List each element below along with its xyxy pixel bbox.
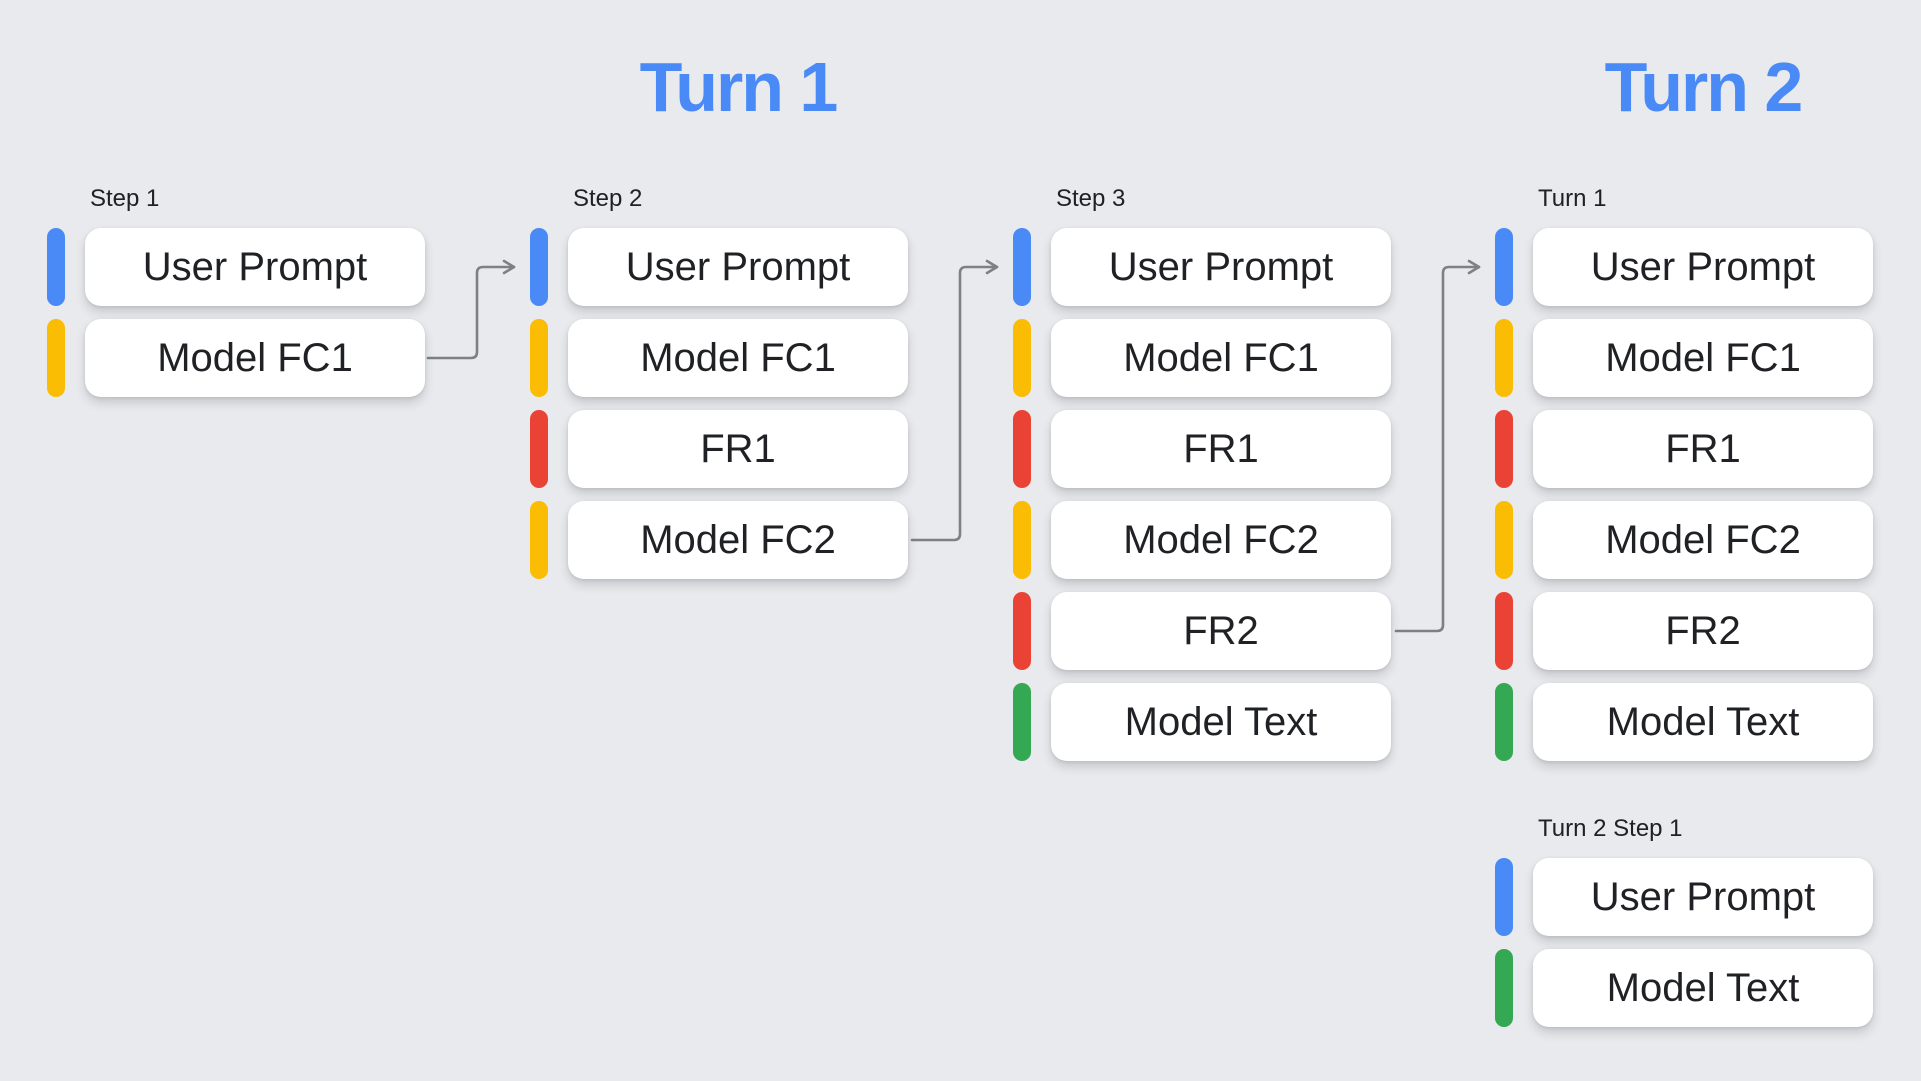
diagram-node-row: Model FC2 [1013, 501, 1391, 579]
diagram-node-row: Model Text [1013, 683, 1391, 761]
node-box: User Prompt [568, 228, 908, 306]
red-color-bar [1495, 592, 1513, 670]
diagram-node-row: FR1 [530, 410, 908, 488]
node-box: Model FC2 [1051, 501, 1391, 579]
turn-2-heading: Turn 2 [1604, 48, 1804, 126]
arrow-step1-to-step2 [426, 259, 516, 360]
node-label: User Prompt [625, 244, 851, 289]
green-color-bar [1495, 949, 1513, 1027]
node-label: Model FC1 [1123, 335, 1319, 380]
diagram-node-row: User Prompt [530, 228, 908, 306]
node-label: User Prompt [1590, 874, 1816, 919]
node-box: Model FC1 [1533, 319, 1873, 397]
node-box: FR2 [1533, 592, 1873, 670]
column-label: Step 3 [1056, 185, 1126, 212]
yellow-color-bar [530, 319, 548, 397]
yellow-color-bar [1495, 319, 1513, 397]
diagram-node-row: Model FC1 [530, 319, 908, 397]
node-box: Model FC1 [1051, 319, 1391, 397]
node-label: User Prompt [1108, 244, 1334, 289]
node-label: Model FC2 [1123, 517, 1319, 562]
node-label: Model FC1 [1605, 335, 1801, 380]
diagram-node-row: FR2 [1013, 592, 1391, 670]
diagram-node-row: User Prompt [47, 228, 425, 306]
node-label: FR2 [1665, 608, 1741, 653]
node-box: User Prompt [85, 228, 425, 306]
node-label: FR1 [700, 426, 776, 471]
diagram-node-row: Model FC2 [530, 501, 908, 579]
diagram-node-row: User Prompt [1495, 228, 1873, 306]
node-label: Model Text [1124, 699, 1318, 744]
yellow-color-bar [1495, 501, 1513, 579]
node-label: User Prompt [142, 244, 368, 289]
diagram-node-row: Model Text [1495, 683, 1873, 761]
arrow-step2-to-step3 [910, 259, 999, 542]
node-label: Model FC1 [157, 335, 353, 380]
node-box: Model Text [1533, 949, 1873, 1027]
node-box: FR1 [568, 410, 908, 488]
green-color-bar [1495, 683, 1513, 761]
node-label: Model FC2 [1605, 517, 1801, 562]
diagram-node-row: FR2 [1495, 592, 1873, 670]
diagram-node-row: FR1 [1495, 410, 1873, 488]
node-box: User Prompt [1533, 858, 1873, 936]
node-box: User Prompt [1533, 228, 1873, 306]
diagram-node-row: Model FC1 [1013, 319, 1391, 397]
node-label: Model FC1 [640, 335, 836, 380]
node-label: Model FC2 [640, 517, 836, 562]
column-label: Step 2 [573, 185, 643, 212]
node-label: Model Text [1606, 965, 1800, 1010]
node-label: Model Text [1606, 699, 1800, 744]
blue-color-bar [1495, 858, 1513, 936]
green-color-bar [1013, 683, 1031, 761]
diagram-node-row: Model Text [1495, 949, 1873, 1027]
node-label: User Prompt [1590, 244, 1816, 289]
node-box: Model Text [1533, 683, 1873, 761]
red-color-bar [1495, 410, 1513, 488]
node-box: FR1 [1533, 410, 1873, 488]
node-box: User Prompt [1051, 228, 1391, 306]
blue-color-bar [47, 228, 65, 306]
yellow-color-bar [530, 501, 548, 579]
node-box: FR1 [1051, 410, 1391, 488]
diagram-node-row: Model FC1 [1495, 319, 1873, 397]
column-label: Step 1 [90, 185, 160, 212]
diagram-node-row: User Prompt [1495, 858, 1873, 936]
diagram-node-row: FR1 [1013, 410, 1391, 488]
node-box: FR2 [1051, 592, 1391, 670]
diagram-node-row: Model FC1 [47, 319, 425, 397]
turn-1-heading: Turn 1 [639, 48, 839, 126]
red-color-bar [1013, 592, 1031, 670]
node-box: Model FC1 [85, 319, 425, 397]
node-box: Model FC2 [1533, 501, 1873, 579]
diagram-node-row: User Prompt [1013, 228, 1391, 306]
blue-color-bar [1013, 228, 1031, 306]
column-label: Turn 2 Step 1 [1538, 815, 1683, 842]
arrow-step3-to-turn1 [1394, 259, 1481, 633]
yellow-color-bar [1013, 319, 1031, 397]
blue-color-bar [530, 228, 548, 306]
diagram-node-row: Model FC2 [1495, 501, 1873, 579]
red-color-bar [530, 410, 548, 488]
column-label: Turn 1 [1538, 185, 1607, 212]
node-label: FR1 [1183, 426, 1259, 471]
node-label: FR1 [1665, 426, 1741, 471]
node-box: Model FC1 [568, 319, 908, 397]
yellow-color-bar [1013, 501, 1031, 579]
blue-color-bar [1495, 228, 1513, 306]
yellow-color-bar [47, 319, 65, 397]
node-label: FR2 [1183, 608, 1259, 653]
node-box: Model FC2 [568, 501, 908, 579]
red-color-bar [1013, 410, 1031, 488]
node-box: Model Text [1051, 683, 1391, 761]
